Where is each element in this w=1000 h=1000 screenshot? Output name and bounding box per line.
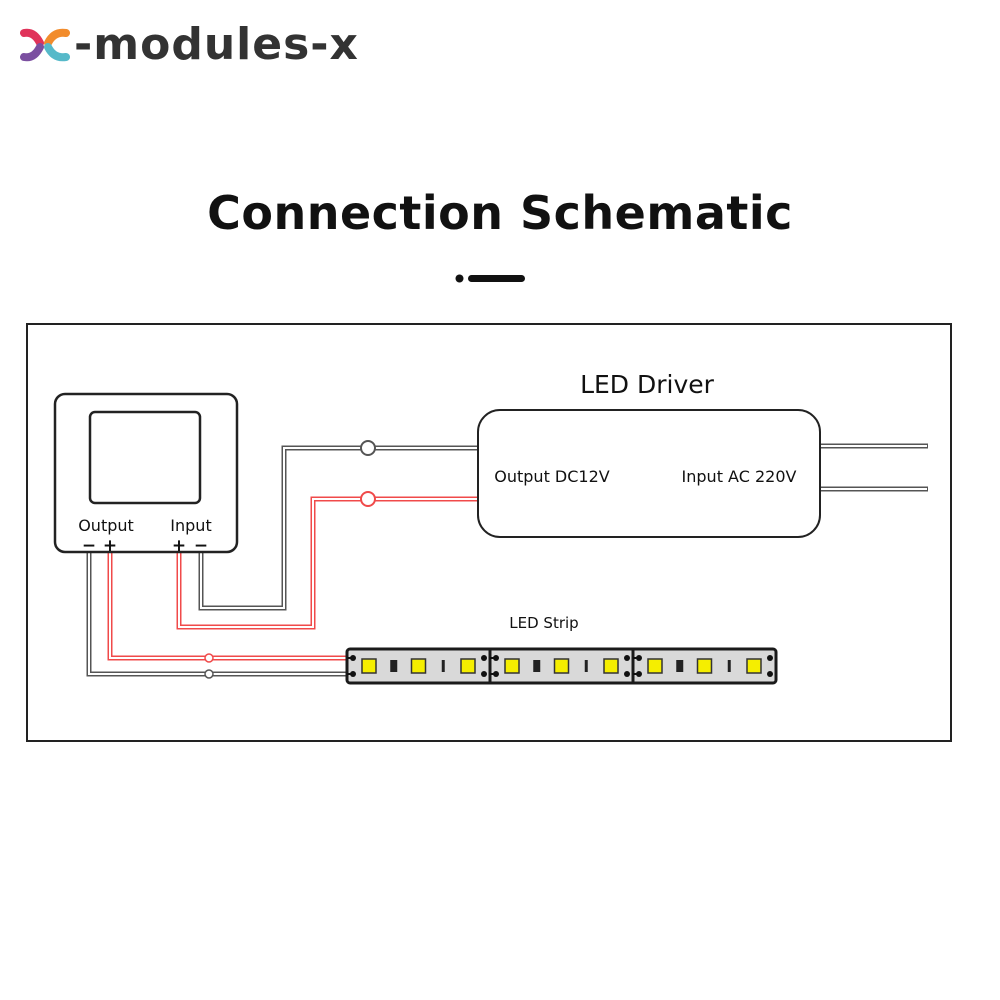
brand-name: -modules-x	[74, 19, 359, 70]
led-driver: LED Driver Output DC12V Input AC 220V	[477, 370, 821, 538]
wire-connector	[204, 653, 214, 663]
led-strip: LED Strip	[345, 614, 778, 685]
led-chip	[647, 658, 663, 674]
controller: Output Input − + + −	[53, 392, 239, 556]
terminal-output-negative: −	[82, 536, 96, 556]
led-chip	[460, 658, 476, 674]
wire-ac-input	[820, 443, 928, 492]
brand-logo: -modules-x	[20, 22, 359, 68]
title-divider	[455, 274, 525, 283]
solder-pad	[481, 671, 487, 677]
page-title: Connection Schematic	[207, 186, 793, 240]
controller-screen	[88, 410, 202, 505]
resistor	[533, 660, 541, 672]
wire-output-positive	[107, 545, 349, 661]
resistor	[584, 660, 588, 672]
driver-title: LED Driver	[580, 370, 715, 399]
solder-pad	[624, 655, 630, 661]
resistor	[390, 660, 398, 672]
led-chip	[410, 658, 427, 674]
resistor	[727, 660, 731, 672]
led-chip	[603, 658, 619, 674]
wire-output-negative	[86, 545, 349, 677]
wire-connector	[360, 491, 376, 507]
solder-pad	[481, 655, 487, 661]
driver-output-label: Output DC12V	[494, 467, 610, 486]
wire-connector	[360, 440, 376, 456]
terminal-input-negative: −	[194, 536, 208, 556]
controller-input-label: Input	[170, 516, 211, 535]
x-modules-logo-icon	[20, 28, 70, 62]
led-chip	[504, 658, 520, 674]
strip-label: LED Strip	[509, 614, 578, 632]
led-chip	[696, 658, 713, 674]
wire-connector	[204, 669, 214, 679]
resistor	[676, 660, 684, 672]
terminal-input-positive: +	[172, 536, 186, 556]
solder-pad	[767, 671, 773, 677]
driver-input-label: Input AC 220V	[682, 467, 797, 486]
led-chip	[361, 658, 377, 674]
solder-pad	[767, 655, 773, 661]
led-chip	[553, 658, 570, 674]
diagram-frame	[26, 323, 952, 742]
wire-input-negative	[198, 445, 479, 611]
resistor	[441, 660, 445, 672]
terminal-output-positive: +	[103, 536, 117, 556]
led-chip	[746, 658, 762, 674]
controller-output-label: Output	[78, 516, 134, 535]
solder-pad	[624, 671, 630, 677]
